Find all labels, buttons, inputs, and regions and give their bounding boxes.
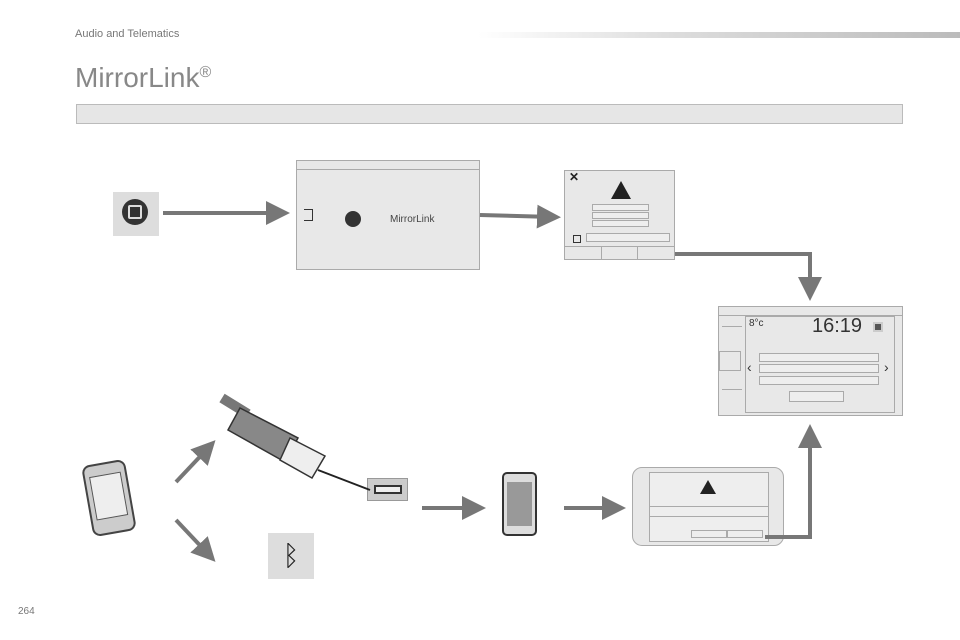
page-number: 264 [18, 606, 35, 617]
smartphone-warning-screen [632, 467, 784, 546]
chevron-right-icon[interactable]: › [884, 359, 889, 375]
page-title: MirrorLink® [75, 62, 211, 94]
calendar-icon [873, 322, 883, 332]
home-screen: 8°c 16:19 ‹ › [718, 306, 903, 416]
warning-dialog-screen: ✕ [564, 170, 675, 260]
mirrorlink-globe-icon [113, 192, 159, 236]
title-band [76, 104, 903, 124]
globe-icon [345, 211, 361, 227]
usb-port-icon [367, 478, 408, 501]
registered-mark: ® [199, 64, 212, 81]
warning-icon [700, 480, 716, 494]
warning-icon [611, 181, 631, 199]
section-header: Audio and Telematics [75, 28, 180, 40]
header-bar [478, 32, 960, 38]
bluetooth-icon: ᛒ [268, 533, 314, 579]
clock: 16:19 [812, 315, 863, 337]
title-text: MirrorLink [75, 62, 200, 93]
close-icon: ✕ [569, 170, 580, 184]
source-button[interactable] [719, 351, 741, 371]
usb-cable-icon [219, 393, 371, 491]
mirrorlink-logo: MirrorLink [390, 214, 435, 225]
phone-touch-icon [502, 472, 537, 536]
mirrorlink-menu-screen: MirrorLink [296, 160, 480, 270]
temperature: 8°c [749, 318, 764, 329]
chevron-left-icon[interactable]: ‹ [747, 359, 752, 375]
checkbox-icon [573, 235, 581, 243]
source-icon [304, 209, 313, 221]
